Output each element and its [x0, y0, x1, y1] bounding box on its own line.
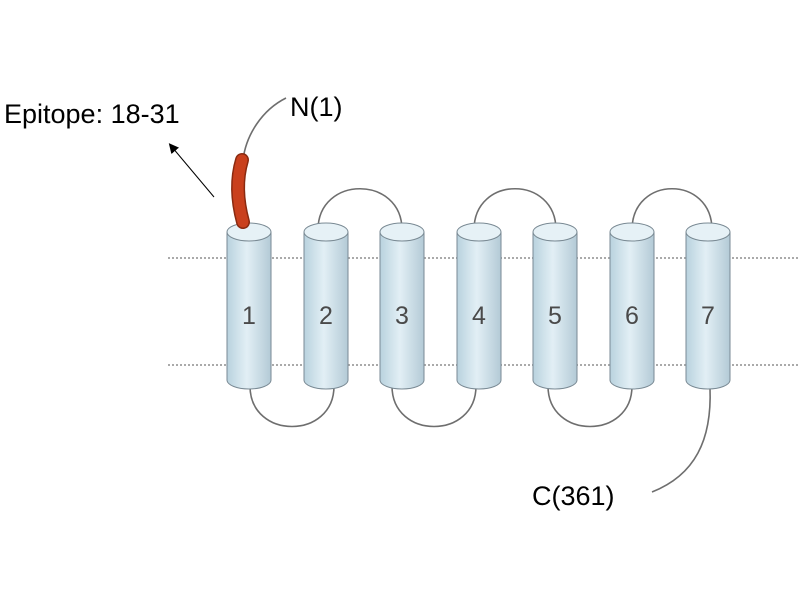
- helix-top-cap: [379, 222, 425, 242]
- helix-top-cap: [532, 222, 578, 242]
- helix-body: [226, 231, 272, 390]
- helix-body: [532, 231, 578, 390]
- helix-body: [609, 231, 655, 390]
- helix-number-label: 7: [701, 302, 715, 330]
- helix-7: 7: [685, 222, 731, 390]
- intracellular-loop-3-4: [391, 385, 477, 428]
- helix-6: 6: [609, 222, 655, 390]
- helix-4: 4: [456, 222, 502, 390]
- helix-5: 5: [532, 222, 578, 390]
- helix-body: [303, 231, 349, 390]
- helix-1: 1: [226, 222, 272, 390]
- helix-number-label: 6: [625, 302, 639, 330]
- helix-body: [379, 231, 425, 390]
- helix-number-label: 1: [242, 302, 256, 330]
- extracellular-loop-6-7: [631, 187, 713, 231]
- helix-body: [456, 231, 502, 390]
- n-terminus-label: N(1): [290, 92, 343, 122]
- helix-top-cap: [456, 222, 502, 242]
- helix-3: 3: [379, 222, 425, 390]
- epitope-label: Epitope: 18-31: [4, 99, 180, 129]
- helix-top-cap: [609, 222, 655, 242]
- helix-top-cap: [685, 222, 731, 242]
- epitope-segment-fill: [232, 154, 249, 228]
- helix-body: [685, 231, 731, 390]
- helix-number-label: 4: [472, 302, 486, 330]
- helix-number-label: 2: [319, 302, 333, 330]
- helix-top-cap: [303, 222, 349, 242]
- extracellular-loop-2-3: [317, 187, 403, 231]
- helix-number-label: 5: [548, 302, 562, 330]
- helix-2: 2: [303, 222, 349, 390]
- helix-top-cap: [226, 222, 272, 242]
- intracellular-loop-1-2: [249, 385, 335, 428]
- c-terminal-tail: [651, 387, 711, 493]
- n-terminal-tail: [242, 97, 287, 161]
- transmembrane-helices: 1 2 3 4 5 6 7: [226, 222, 731, 390]
- epitope-arrow: [168, 143, 215, 198]
- extracellular-loop-4-5: [473, 187, 557, 231]
- helix-number-label: 3: [395, 302, 409, 330]
- c-terminus-label: C(361): [532, 481, 615, 511]
- intracellular-loop-5-6: [547, 385, 633, 428]
